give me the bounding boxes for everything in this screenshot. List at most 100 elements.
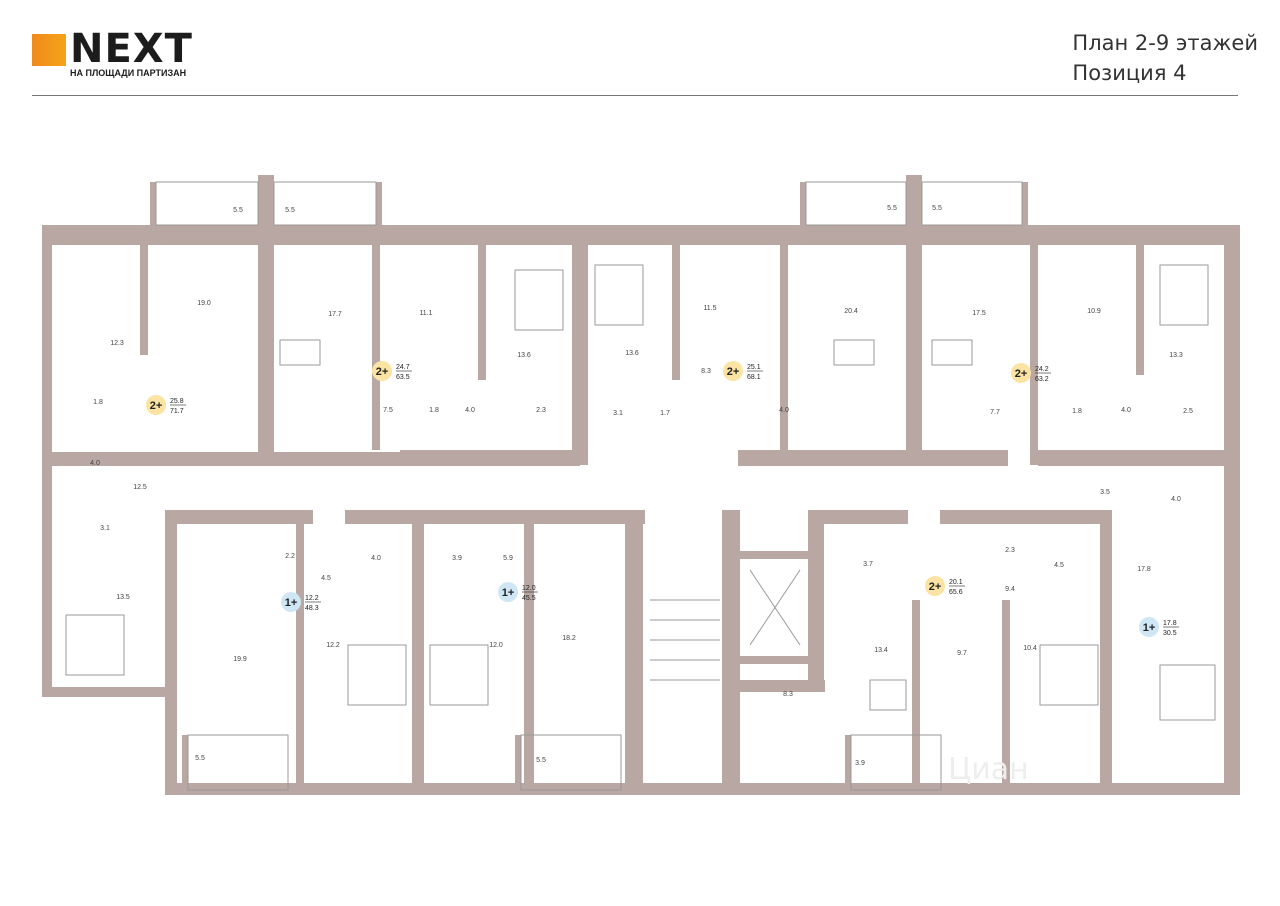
- apartment-total-area: 68.1: [747, 374, 761, 381]
- brand-name: NEXT: [70, 26, 193, 72]
- room-area-label: 17.7: [328, 311, 342, 318]
- apartment-total-area: 63.2: [1035, 376, 1049, 383]
- room-area-label: 17.8: [1137, 566, 1151, 573]
- room-area-label: 5.5: [536, 757, 546, 764]
- apartment-badge-a3: 2+25.168.1: [723, 361, 763, 381]
- room-area-label: 17.5: [972, 310, 986, 317]
- apartment-type: 1+: [1143, 622, 1156, 634]
- apartment-type: 2+: [929, 581, 942, 593]
- apartment-type: 2+: [1015, 368, 1028, 380]
- room-area-label: 13.5: [116, 594, 130, 601]
- room-area-label: 8.3: [783, 691, 793, 698]
- apartment-type: 1+: [502, 587, 515, 599]
- brand-subtitle: НА ПЛОЩАДИ ПАРТИЗАН: [70, 68, 187, 78]
- room-area-label: 19.9: [233, 656, 247, 663]
- room-area-label: 8.3: [701, 368, 711, 375]
- room-area-label: 4.0: [90, 460, 100, 467]
- apartment-type: 2+: [376, 366, 389, 378]
- room-area-label: 3.9: [855, 760, 865, 767]
- apartment-living-area: 24.7: [396, 364, 410, 371]
- apartment-living-area: 17.8: [1163, 620, 1177, 627]
- room-area-label: 5.5: [233, 207, 243, 214]
- room-area-label: 7.5: [383, 407, 393, 414]
- room-area-label: 10.9: [1087, 308, 1101, 315]
- room-area-label: 13.6: [517, 352, 531, 359]
- apartment-living-area: 20.1: [949, 579, 963, 586]
- room-areas: 5.5 5.5 5.5 5.5 12.3 19.0 17.7 11.1 13.6 13.6 11.5…: [90, 205, 1193, 767]
- header-divider: [32, 95, 1238, 96]
- watermark: Циан: [948, 752, 1029, 787]
- room-area-label: 3.1: [613, 410, 623, 417]
- apartment-badge-a5: 1+ 12.2 48.3: [281, 592, 321, 612]
- room-area-label: 3.1: [100, 525, 110, 532]
- room-area-label: 1.8: [1072, 408, 1082, 415]
- room-area-label: 2.3: [1005, 547, 1015, 554]
- room-area-label: 18.2: [562, 635, 576, 642]
- plan-details: [65, 181, 1216, 791]
- room-area-label: 12.3: [110, 340, 124, 347]
- room-area-label: 4.5: [321, 575, 331, 582]
- room-area-label: 5.5: [195, 755, 205, 762]
- apartment-total-area: 65.6: [949, 589, 963, 596]
- room-area-label: 9.7: [957, 650, 967, 657]
- room-area-label: 3.5: [1100, 489, 1110, 496]
- room-area-label: 19.0: [197, 300, 211, 307]
- room-area-label: 13.3: [1169, 352, 1183, 359]
- room-area-label: 13.4: [874, 647, 888, 654]
- room-area-label: 3.9: [452, 555, 462, 562]
- room-area-label: 4.0: [1171, 496, 1181, 503]
- apartment-badge-a2: 2+ 24.7 63.5: [372, 361, 412, 381]
- room-area-label: 5.5: [285, 207, 295, 214]
- apartment-badge-a8: 1+ 17.8 30.5: [1139, 617, 1179, 637]
- room-area-label: 12.0: [489, 642, 503, 649]
- room-area-label: 4.0: [779, 407, 789, 414]
- apartment-living-area: 12.0: [522, 585, 536, 592]
- apartment-total-area: 30.5: [1163, 630, 1177, 637]
- plan-title: План 2-9 этажей Позиция 4: [1072, 28, 1258, 88]
- room-area-label: 7.7: [990, 409, 1000, 416]
- apartment-total-area: 71.7: [170, 408, 184, 415]
- room-area-label: 4.0: [371, 555, 381, 562]
- room-area-label: 5.9: [503, 555, 513, 562]
- badge-circle: [925, 576, 945, 596]
- room-area-label: 11.5: [703, 305, 716, 312]
- apartment-total-area: 48.3: [305, 605, 319, 612]
- badge-circle: [1011, 363, 1031, 383]
- room-area-label: 20.4: [844, 308, 858, 315]
- badge-circle: [281, 592, 301, 612]
- plan-walls: [42, 175, 1240, 795]
- apartment-living-area: 25.1: [747, 364, 761, 371]
- room-area-label: 1.7: [660, 410, 670, 417]
- apartment-total-area: 63.5: [396, 374, 410, 381]
- apartment-total-area: 45.5: [522, 595, 536, 602]
- room-area-label: 1.8: [429, 407, 439, 414]
- room-area-label: 12.5: [133, 484, 147, 491]
- room-area-label: 5.5: [932, 205, 942, 212]
- room-area-label: 1.8: [93, 399, 103, 406]
- room-area-label: 3.7: [863, 561, 873, 568]
- apartment-badge-a1: 2+25.871.7: [146, 395, 186, 415]
- room-area-label: 2.5: [1183, 408, 1193, 415]
- badge-circle: [1139, 617, 1159, 637]
- room-area-label: 5.5: [887, 205, 897, 212]
- apartment-living-area: 25.8: [170, 398, 184, 405]
- plan-title-floors: План 2-9 этажей: [1072, 31, 1258, 55]
- badge-circle: [146, 395, 166, 415]
- apartment-living-area: 12.2: [305, 595, 319, 602]
- logo-square-icon: [32, 34, 66, 66]
- badge-circle: [372, 361, 392, 381]
- badge-circle: [723, 361, 743, 381]
- room-area-label: 11.1: [419, 310, 432, 317]
- room-area-label: 2.3: [536, 407, 546, 414]
- room-area-label: 9.4: [1005, 586, 1015, 593]
- badge-circle: [498, 582, 518, 602]
- page-header: NEXT НА ПЛОЩАДИ ПАРТИЗАН План 2-9 этажей…: [0, 0, 1280, 100]
- room-area-label: 13.6: [625, 350, 639, 357]
- apartment-badge-a7: 2+ 20.1 65.6: [925, 576, 965, 596]
- plan-title-position: Позиция 4: [1072, 61, 1187, 85]
- room-area-label: 10.4: [1023, 645, 1037, 652]
- room-area-label: 4.0: [465, 407, 475, 414]
- apartment-type: 1+: [285, 597, 298, 609]
